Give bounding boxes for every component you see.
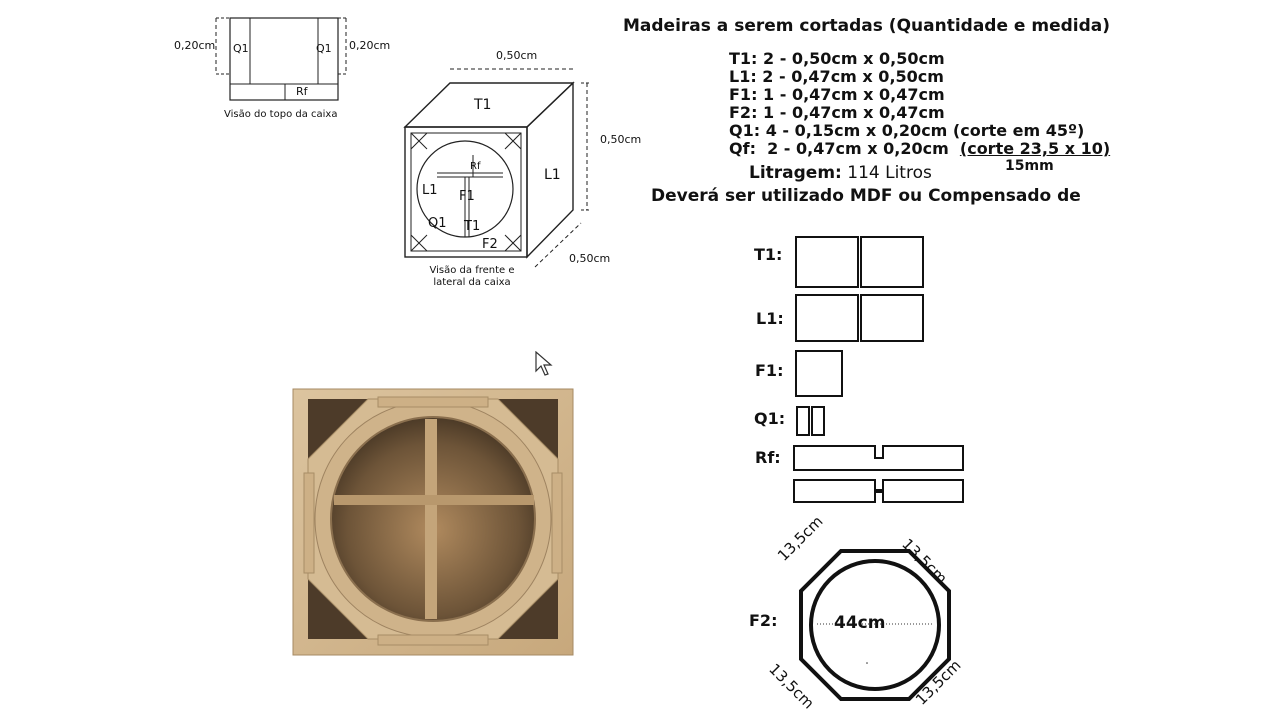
top-q1-right: Q1 (316, 42, 332, 55)
front-view-drawing (403, 68, 591, 268)
front-view-caption: Visão da frente e lateral da caixa (427, 265, 517, 289)
cut-list-title: Madeiras a serem cortadas (Quantidade e … (623, 16, 1111, 36)
cut-row-f1: F1: 1 - 0,47cm x 0,47cm (729, 85, 945, 104)
front-q1: Q1 (428, 216, 447, 231)
volume-line: Litragem: 114 Litros (749, 163, 932, 183)
cut-row-f2: F2: 1 - 0,47cm x 0,47cm (729, 103, 945, 122)
front-l1: L1 (422, 183, 438, 198)
f2-octagon (799, 549, 951, 701)
top-view-caption: Visão do topo da caixa (224, 109, 338, 120)
piece-label-f2: F2: (749, 611, 778, 630)
front-t1-bottom: T1 (464, 219, 481, 234)
cut-row-q1: Q1: 4 - 0,15cm x 0,20cm (corte em 45º) (729, 121, 1085, 140)
top-dim-right: 0,20cm (349, 39, 391, 52)
box-3d-render (292, 388, 574, 656)
cut-row-qf: Qf: 2 - 0,47cm x 0,20cm (corte 23,5 x 10… (729, 140, 1110, 158)
cut-row-qf-note: (corte 23,5 x 10) (959, 139, 1111, 158)
piece-label-q1: Q1: (754, 409, 786, 428)
piece-label-l1: L1: (756, 309, 784, 328)
top-rf: Rf (296, 85, 308, 98)
piece-f1 (795, 350, 843, 397)
piece-l1-a (795, 294, 859, 342)
top-view-drawing (215, 17, 347, 101)
piece-rf (793, 445, 964, 503)
front-f2: F2 (482, 237, 498, 252)
volume-value: 114 Litros (847, 163, 932, 183)
top-dim-left: 0,20cm (174, 39, 216, 52)
front-f1: F1 (459, 189, 475, 204)
thickness-note: 15mm (1005, 158, 1054, 174)
f2-diameter: 44cm (834, 613, 886, 633)
piece-label-f1: F1: (755, 361, 784, 380)
piece-l1-b (860, 294, 924, 342)
piece-label-rf: Rf: (755, 448, 781, 467)
top-q1-left: Q1 (233, 42, 249, 55)
cut-row-t1: T1: 2 - 0,50cm x 0,50cm (729, 49, 945, 68)
piece-label-t1: T1: (754, 245, 783, 264)
front-l1-side: L1 (544, 167, 561, 183)
piece-t1-b (860, 236, 924, 288)
piece-q1-a (796, 406, 810, 436)
mouse-cursor-icon (535, 351, 553, 376)
material-note: Deverá ser utilizado MDF ou Compensado d… (651, 186, 1081, 206)
front-dim-bottom: 0,50cm (569, 252, 611, 265)
cut-row-qf-text: Qf: 2 - 0,47cm x 0,20cm (729, 139, 960, 158)
piece-t1-a (795, 236, 859, 288)
front-t1-top: T1 (474, 97, 492, 113)
cut-row-l1: L1: 2 - 0,47cm x 0,50cm (729, 67, 944, 86)
volume-label: Litragem: (749, 163, 842, 183)
cut-list-rows: T1: 2 - 0,50cm x 0,50cm L1: 2 - 0,47cm x… (729, 50, 1110, 158)
front-rf: Rf (470, 161, 481, 172)
front-caption-line2: lateral da caixa (433, 277, 511, 288)
front-caption-line1: Visão da frente e (429, 265, 515, 276)
front-dim-top: 0,50cm (496, 49, 538, 62)
piece-q1-b (811, 406, 825, 436)
front-dim-right: 0,50cm (600, 133, 642, 146)
